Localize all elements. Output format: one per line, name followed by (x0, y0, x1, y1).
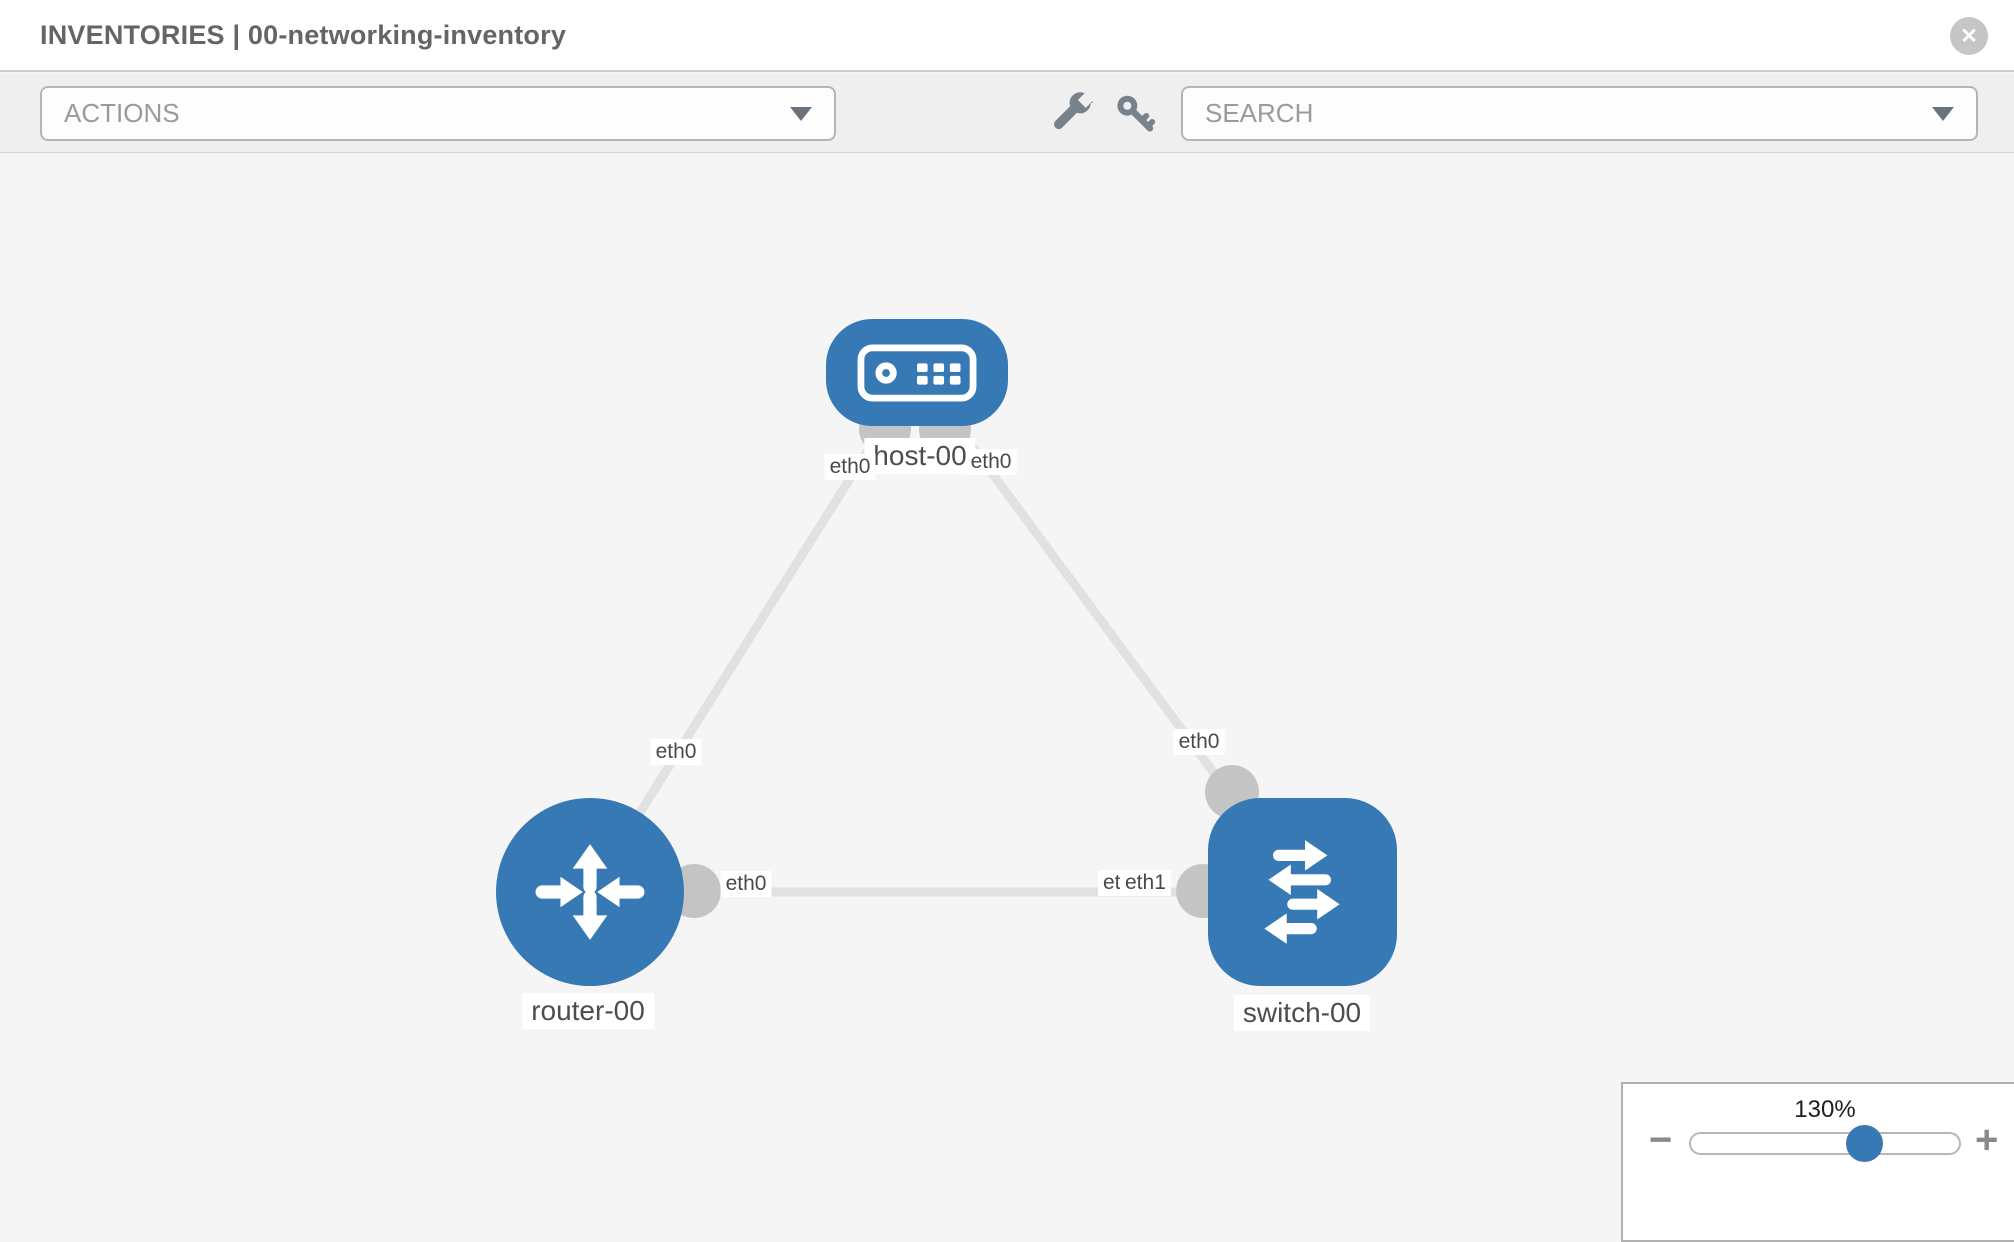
wrench-icon[interactable] (1048, 90, 1094, 136)
page-title: INVENTORIES | 00-networking-inventory (40, 20, 567, 50)
caret-down-icon (790, 106, 812, 121)
interface-label: eth0 (1173, 729, 1225, 755)
zoom-slider-thumb[interactable] (1846, 1125, 1883, 1162)
router-icon (535, 844, 645, 940)
caret-down-icon (1932, 106, 1954, 121)
node-host-00[interactable] (826, 319, 1008, 426)
switch-icon (1263, 840, 1340, 944)
close-button[interactable]: ✕ (1950, 17, 1988, 55)
network-topology-canvas[interactable]: host-00 router-00 switch-00 eth0 eth0 et… (0, 154, 2014, 1200)
zoom-in-button[interactable]: + (1975, 1118, 1999, 1162)
zoom-out-button[interactable]: − (1649, 1118, 1673, 1162)
interface-label: eth0 (824, 454, 876, 480)
node-switch-00[interactable] (1208, 798, 1397, 986)
node-label-switch: switch-00 (1233, 995, 1371, 1031)
search-dropdown[interactable] (1181, 86, 1978, 141)
node-label-host: host-00 (864, 438, 976, 474)
interface-label: eth0 (965, 449, 1017, 475)
interface-label: eth0 (650, 739, 702, 765)
actions-dropdown-label: ACTIONS (64, 98, 180, 128)
node-label-router: router-00 (522, 993, 654, 1029)
key-icon[interactable] (1112, 90, 1158, 136)
host-icon (857, 343, 977, 402)
search-input[interactable] (1205, 98, 1932, 129)
actions-dropdown[interactable]: ACTIONS (40, 86, 836, 141)
zoom-level-value: 130% (1794, 1096, 1856, 1123)
page-header: INVENTORIES | 00-networking-inventory ✕ (0, 0, 2014, 72)
zoom-control-panel: 130% − + (1621, 1082, 2014, 1242)
interface-label: eth0 (720, 871, 772, 897)
interface-label: eth1 (1120, 870, 1171, 896)
zoom-slider-track[interactable] (1689, 1132, 1961, 1155)
close-icon: ✕ (1960, 24, 1978, 48)
toolbar: ACTIONS (0, 74, 2014, 153)
node-router-00[interactable] (496, 798, 684, 986)
